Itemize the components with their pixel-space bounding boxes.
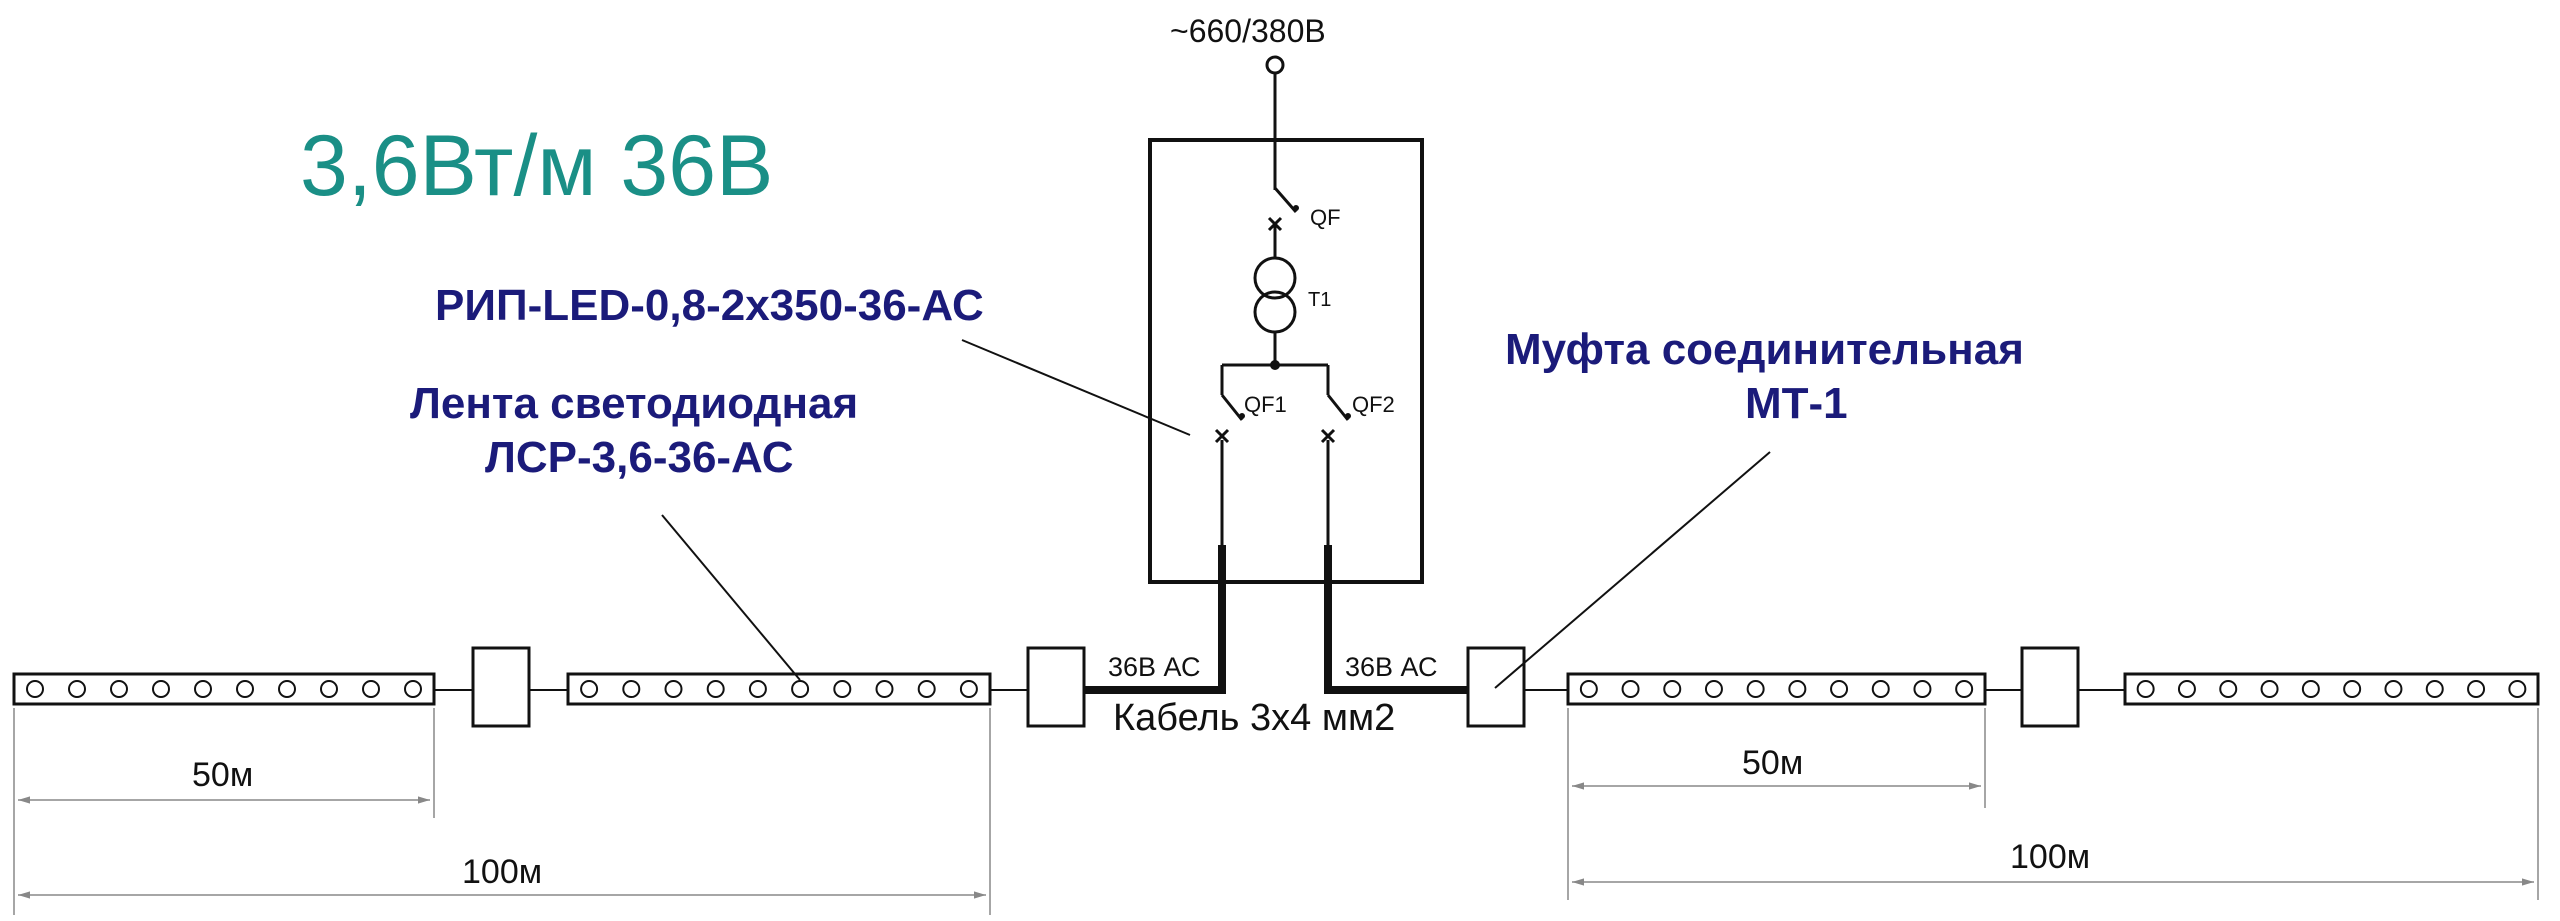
led-icon [2508,680,2527,698]
led-icon [2384,680,2403,698]
dimension-left-100 [13,708,991,915]
led-icon [1663,680,1682,698]
led-icon [194,680,212,698]
led-strips [12,672,2540,706]
transformer-t1 [1253,256,1297,370]
led-icon [278,680,296,698]
led-icon [236,680,254,698]
led-icon [2301,680,2320,698]
label-power-unit: РИП-LED-0,8-2х350-36-АС [435,281,984,330]
dimension-right-100 [1567,708,2539,900]
coupler [1026,646,1086,728]
label-qf2: QF2 [1352,392,1395,417]
led-icon [1579,680,1598,698]
label-qf1: QF1 [1244,392,1287,417]
diagram-title: 3,6Вт/м 36В [300,118,773,214]
leader-strip [661,514,801,681]
label-t1: T1 [1308,289,1331,311]
led-icon [833,680,852,698]
led-icon [664,680,683,698]
led-icon [2219,680,2238,698]
led-icon [1913,680,1932,698]
label-qf: QF [1310,205,1341,230]
led-icon [2177,680,2196,698]
label-coupler-line2: МТ-1 [1745,379,1848,428]
led-icon [1955,680,1974,698]
leader-power-unit [961,339,1191,436]
led-icon [2343,680,2362,698]
output-cable-right [1324,545,1470,694]
label-strip-line1: Лента светодиодная [410,379,858,428]
coupler [2020,646,2080,728]
label-coupler-line1: Муфта соединительная [1505,325,2024,374]
dimension-right-50 [1567,708,1986,808]
dimension-left-50 [13,708,435,818]
led-icon [320,680,338,698]
supply-label: ~660/380В [1170,13,1326,49]
dim-label-right-100: 100м [2010,838,2090,876]
led-icon [791,680,810,698]
led-icon [917,680,936,698]
led-icon [959,680,978,698]
led-icon [1746,680,1765,698]
led-icon [706,680,725,698]
led-icon [362,680,380,698]
led-icon [1621,680,1640,698]
led-icon [2260,680,2279,698]
power-unit-box [1148,138,1424,584]
breaker-qf1 [1214,365,1245,545]
led-icon [110,680,128,698]
output-cable-left [1085,545,1226,694]
coupler [471,646,531,728]
label-36v-left: 36В АС [1108,652,1200,682]
leader-coupler [1494,451,1771,689]
label-36v-right: 36В АС [1345,652,1437,682]
led-icon [2136,680,2155,698]
dim-label-left-50: 50м [192,756,253,794]
dim-label-right-50: 50м [1742,744,1803,782]
led-icon [404,680,422,698]
led-icon [26,680,44,698]
led-icon [1788,680,1807,698]
led-icon [748,680,767,698]
led-icon [68,680,86,698]
led-icon [1704,680,1723,698]
breaker-qf2 [1320,365,1351,545]
led-icon [2425,680,2444,698]
led-icon [1830,680,1849,698]
label-strip-line2: ЛСР-3,6-36-АС [485,433,794,482]
led-icon [580,680,599,698]
dim-label-left-100: 100м [462,853,542,891]
led-icon [875,680,894,698]
led-icon [1871,680,1890,698]
supply-terminal [1265,55,1285,75]
breaker-qf [1267,140,1299,258]
label-cable: Кабель 3х4 мм2 [1113,697,1395,739]
led-icon [152,680,170,698]
led-icon [622,680,641,698]
led-icon [2467,680,2486,698]
